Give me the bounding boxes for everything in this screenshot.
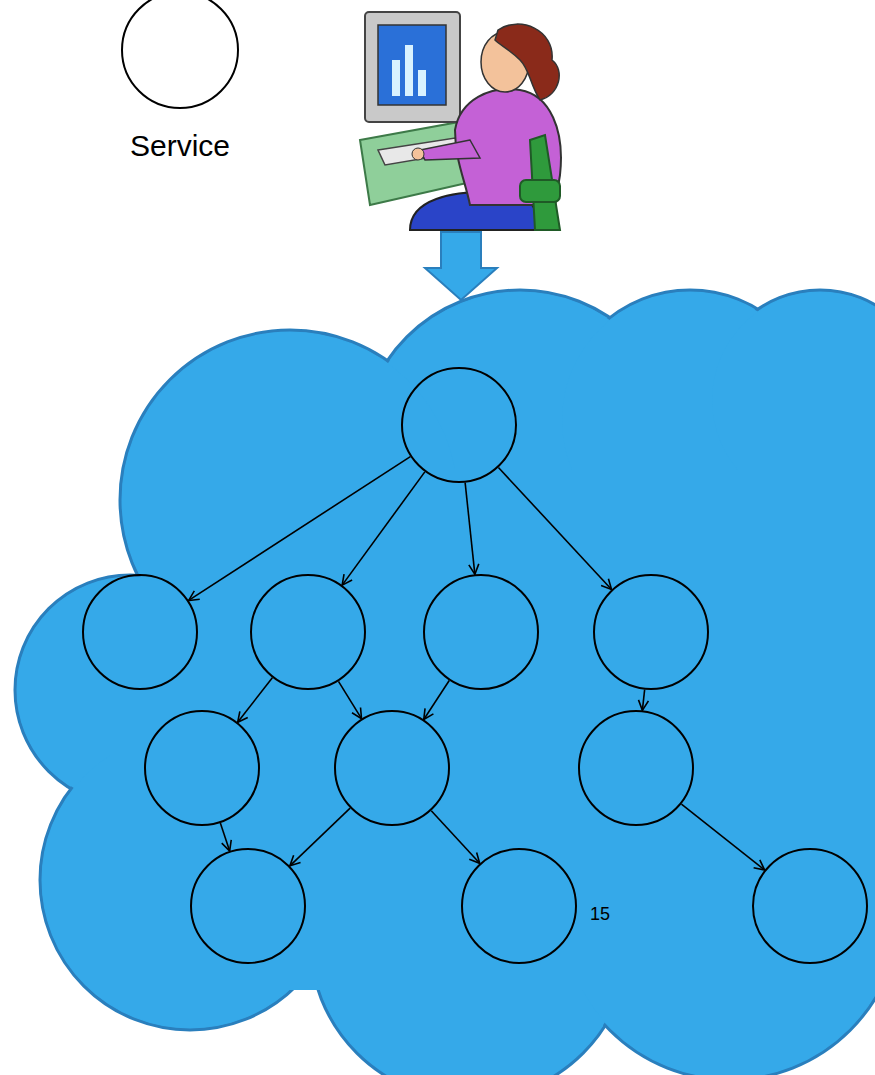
dependency-arrow [424, 681, 449, 720]
circle [594, 575, 708, 689]
circle [191, 849, 305, 963]
circle [753, 849, 867, 963]
circle-outline [422, 573, 540, 691]
dependency-arrow [465, 483, 475, 575]
hand [412, 148, 424, 160]
circle-outline [189, 847, 307, 965]
service-circle [189, 847, 307, 965]
down-arrow [425, 232, 497, 300]
service-circle [460, 847, 578, 965]
dependency-arrow [238, 678, 273, 723]
circle [462, 849, 576, 963]
service-circle [422, 573, 540, 691]
circle-outline [751, 847, 869, 965]
service-circle [592, 573, 710, 691]
hair [495, 24, 559, 100]
cloud-fill [17, 292, 875, 1075]
service-circle [577, 709, 695, 827]
dependency-arrow [431, 811, 479, 864]
circle-outline [249, 573, 367, 691]
service-circle [249, 573, 367, 691]
dependency-arrow [498, 468, 611, 590]
circle [424, 575, 538, 689]
circle-outline [143, 709, 261, 827]
chart-bar [392, 60, 400, 96]
dependency-arrow [290, 808, 350, 866]
circle [402, 368, 516, 482]
circle-outline [577, 709, 695, 827]
circle [579, 711, 693, 825]
service-circle [143, 709, 261, 827]
circle [251, 575, 365, 689]
dependency-arrow [342, 472, 425, 585]
monitor [365, 12, 460, 122]
service-circle [333, 709, 451, 827]
circle-outline [400, 366, 518, 484]
circle-outline [592, 573, 710, 691]
chart-bar [418, 70, 426, 96]
circle [83, 575, 197, 689]
circle [145, 711, 259, 825]
circle-outline [120, 0, 240, 110]
service-circle [81, 573, 199, 691]
chair-seat [520, 180, 560, 202]
node-label: Service [84, 128, 276, 164]
dependency-arrow [642, 690, 644, 711]
arm [420, 140, 480, 160]
circle-outline [333, 709, 451, 827]
circle-outline [81, 573, 199, 691]
circle [335, 711, 449, 825]
dependency-arrow [220, 823, 229, 851]
chart-bar [405, 45, 413, 96]
dependency-arrow [189, 457, 411, 601]
dependency-arrow [338, 681, 361, 718]
service-circle [751, 847, 869, 965]
service-node: Service [84, 0, 276, 164]
page-number: 15 [590, 904, 610, 926]
circle [122, 0, 238, 108]
cloud-outline [15, 290, 875, 1075]
dependency-arrow [681, 804, 764, 870]
service-circle [400, 366, 518, 484]
circle-outline [460, 847, 578, 965]
screen [378, 25, 446, 105]
